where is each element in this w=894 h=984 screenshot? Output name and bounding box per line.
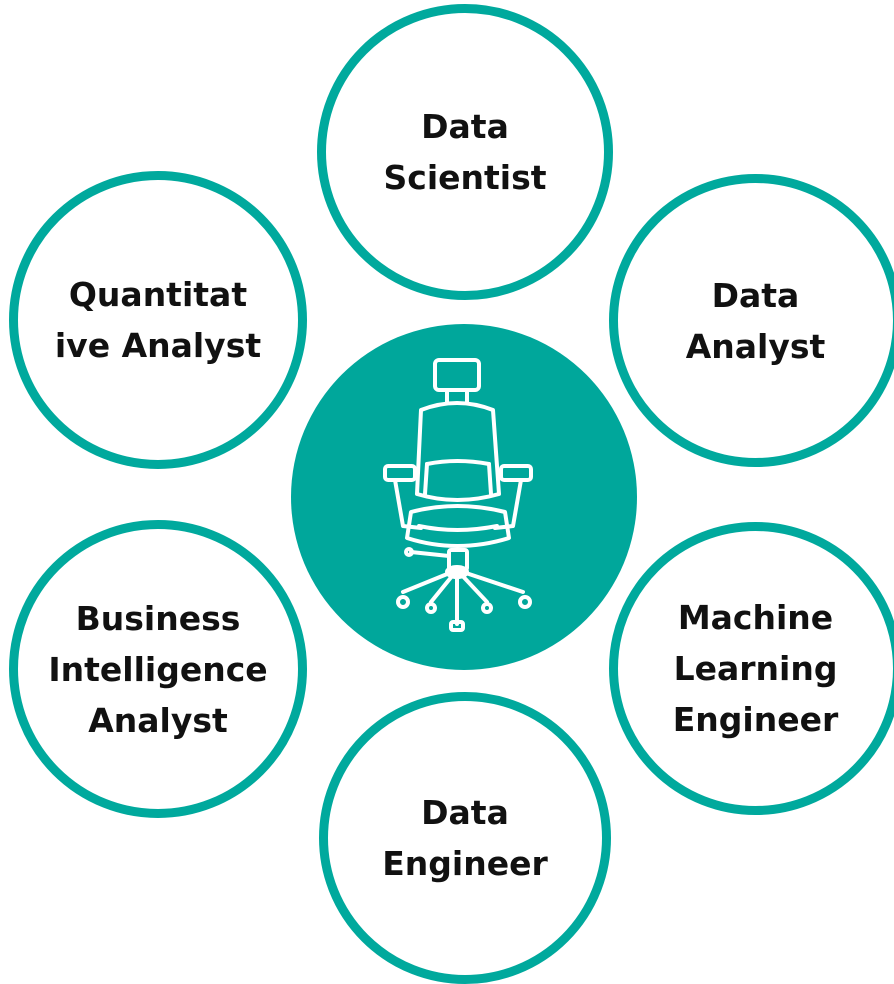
role-circle-data-scientist: Data Scientist [317, 4, 613, 300]
role-circle-machine-learning-engineer: Machine Learning Engineer [609, 522, 894, 815]
role-label-business-intelligence-analyst: Business Intelligence Analyst [48, 598, 268, 740]
role-label-quantitative-analyst: Quantitat ive Analyst [54, 275, 262, 365]
role-circle-data-analyst: Data Analyst [609, 174, 894, 467]
role-label-machine-learning-engineer: Machine Learning Engineer [672, 598, 839, 739]
role-circle-data-engineer: Data Engineer [319, 692, 611, 984]
role-circle-quantitative-analyst: Quantitat ive Analyst [9, 171, 307, 469]
office-chair-icon [383, 358, 533, 632]
role-label-data-scientist: Data Scientist [383, 107, 547, 197]
center-hub [291, 324, 637, 670]
role-label-data-engineer: Data Engineer [382, 793, 548, 883]
role-circle-business-intelligence-analyst: Business Intelligence Analyst [9, 520, 307, 818]
role-label-data-analyst: Data Analyst [685, 275, 826, 366]
